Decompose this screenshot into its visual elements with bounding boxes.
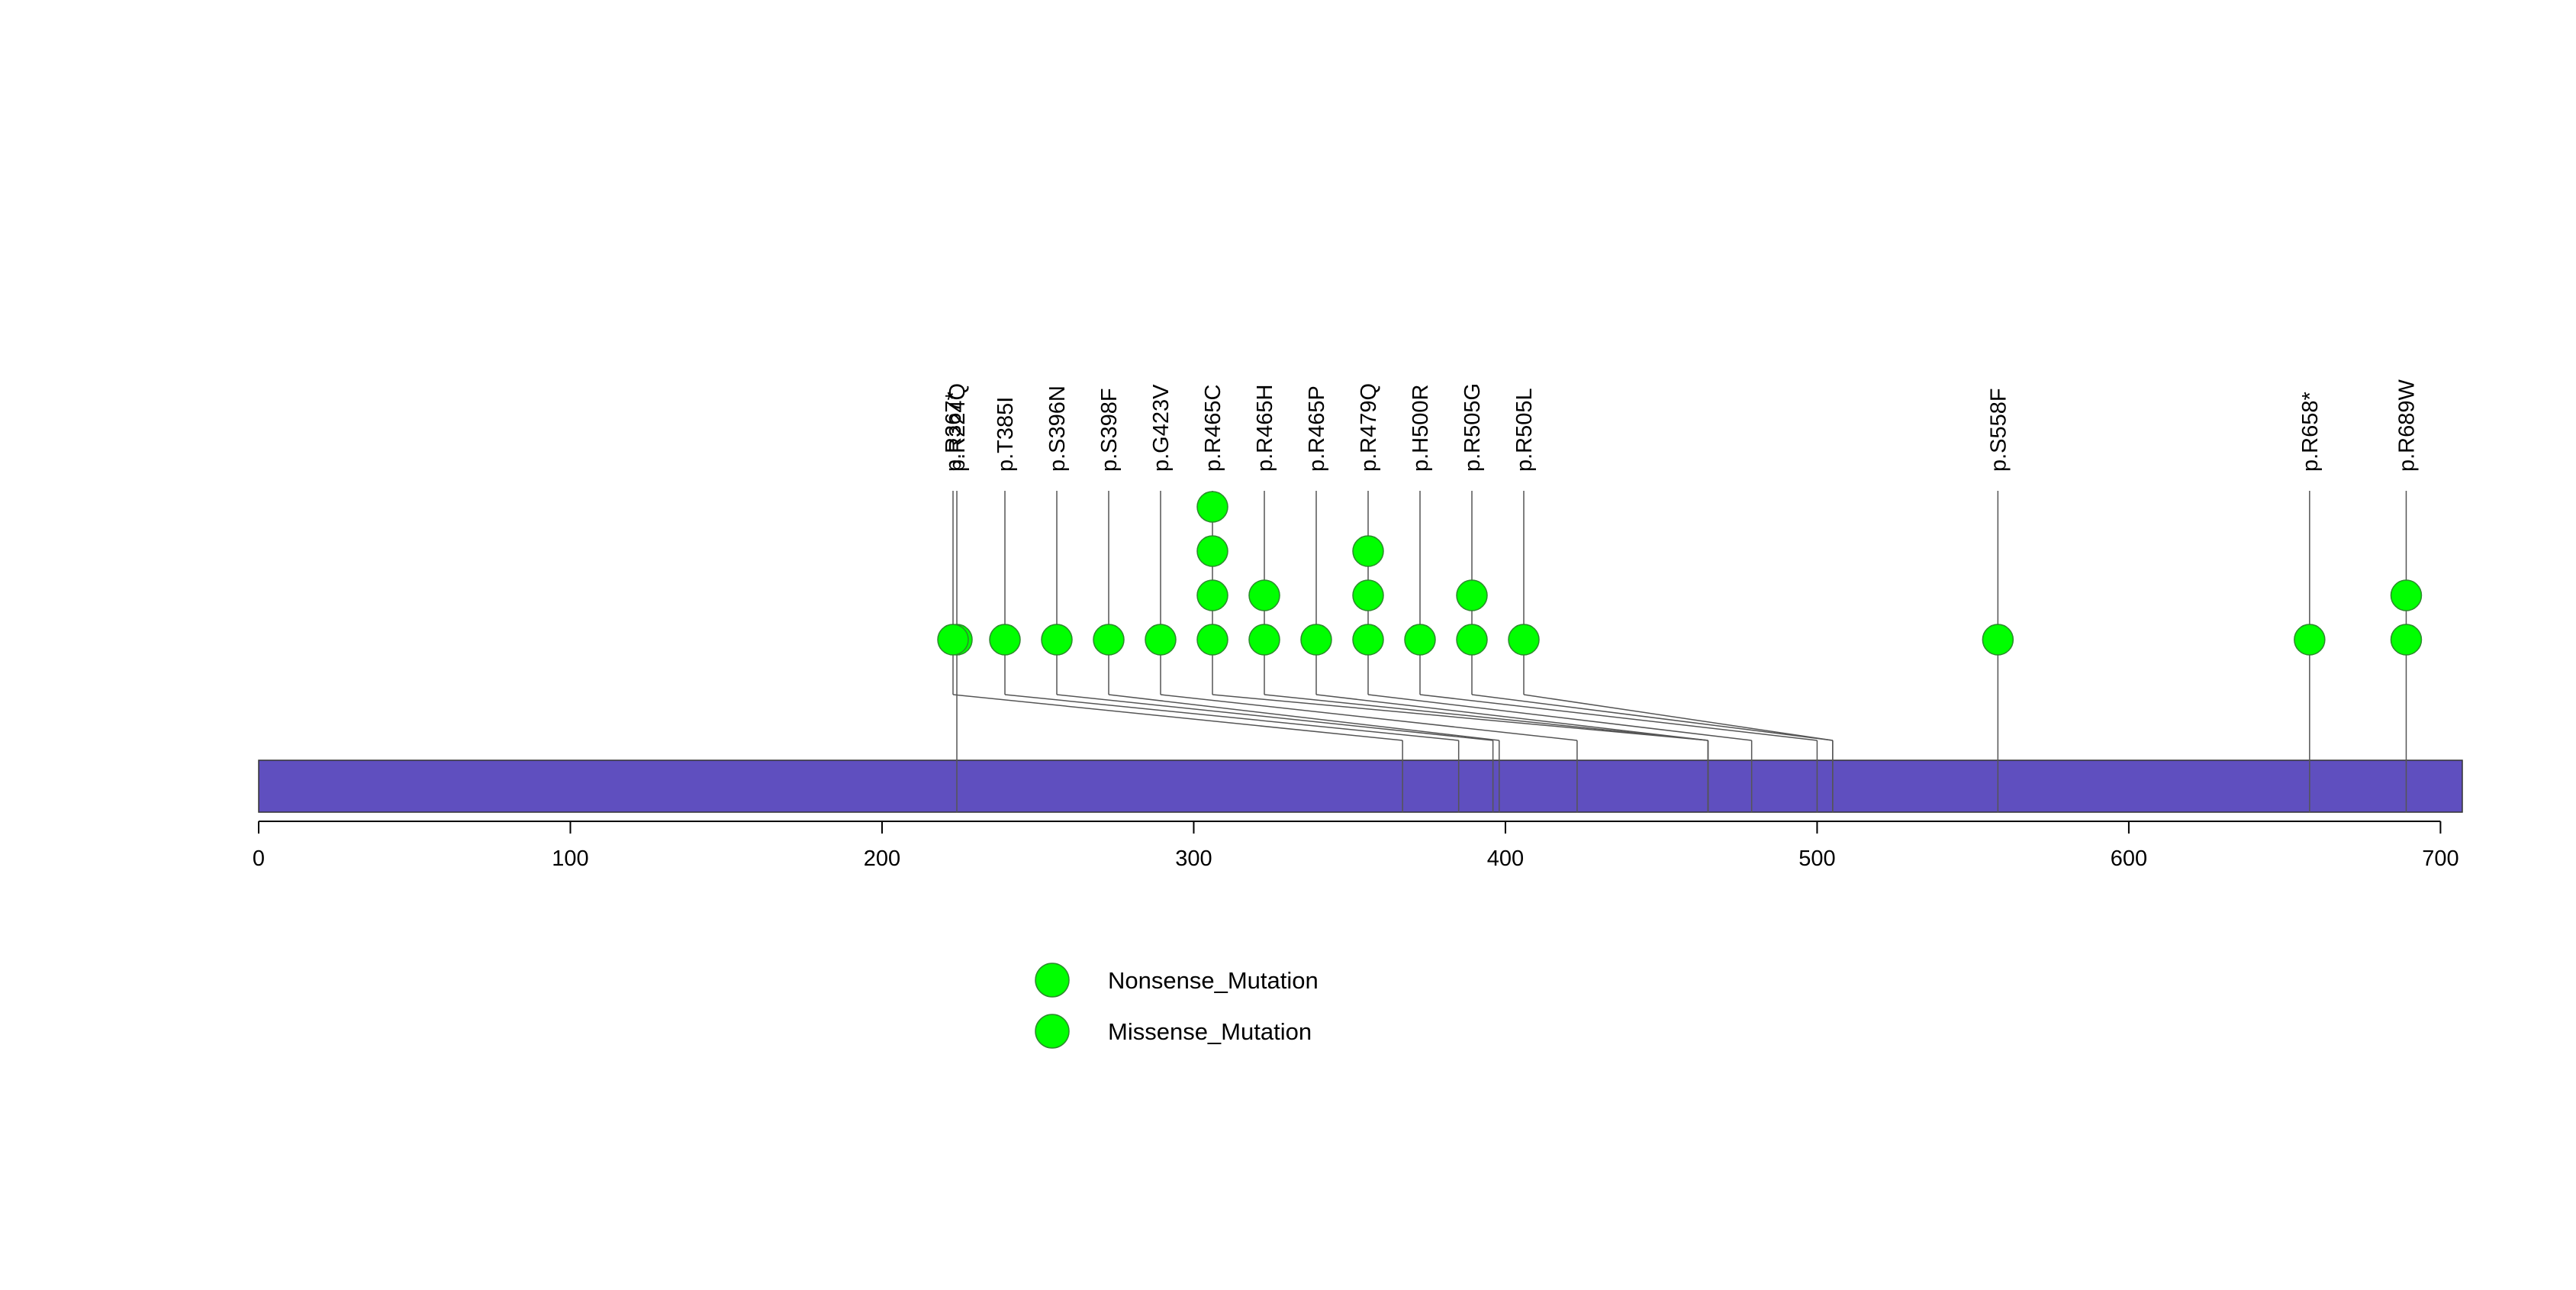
connector-bend xyxy=(1315,694,1708,741)
mutation-marker xyxy=(1196,491,1228,523)
x-tick-label: 400 xyxy=(1487,847,1524,871)
mutation-marker xyxy=(1248,579,1280,611)
mutation-marker xyxy=(2390,579,2423,611)
mutation-marker xyxy=(1352,579,1384,611)
mutation-marker xyxy=(989,624,1021,656)
mutation-label: p.R465P xyxy=(1305,385,1329,472)
mutation-label: p.T385I xyxy=(993,397,1018,472)
mutation-label: p.G423V xyxy=(1149,384,1174,472)
connector-bend xyxy=(952,694,1403,741)
mutation-marker xyxy=(1196,579,1228,611)
connector-bend xyxy=(1108,694,1499,741)
mutation-label: p.S558F xyxy=(1986,388,2011,472)
x-tick-label: 700 xyxy=(2422,847,2458,871)
x-tick-label: 200 xyxy=(864,847,900,871)
mutation-label: p.R505G xyxy=(1460,383,1485,472)
x-axis: 0 100 200 300 400 500 600 700 xyxy=(253,821,2459,871)
mutation-label: p.R224Q xyxy=(945,383,970,472)
mutation-marker xyxy=(1196,535,1228,567)
mutation-marker xyxy=(1196,624,1228,656)
mutation-marker xyxy=(937,624,969,656)
mutation-label: p.H500R xyxy=(1409,385,1433,472)
connector-bend xyxy=(1004,694,1459,741)
mutation-marker xyxy=(1456,624,1488,656)
mutation-marker xyxy=(1982,624,2014,656)
mutation-marker xyxy=(1093,624,1125,656)
connector-bend xyxy=(1419,694,1818,741)
x-tick-label: 100 xyxy=(552,847,588,871)
legend-marker xyxy=(1035,1014,1070,1049)
connector-bend xyxy=(1056,694,1493,741)
mutation-marker xyxy=(2294,624,2326,656)
mutation-label: p.R465H xyxy=(1253,385,1277,472)
mutation-marker xyxy=(1041,624,1073,656)
connector-bend xyxy=(1212,694,1708,741)
mutation-marker xyxy=(1248,624,1280,656)
connector-bend xyxy=(1523,694,1833,741)
x-tick-label: 600 xyxy=(2111,847,2147,871)
mutation-label: p.R658* xyxy=(2298,392,2323,472)
x-tick-label: 0 xyxy=(253,847,265,871)
legend-label: Missense_Mutation xyxy=(1108,1018,1312,1045)
mutation-marker xyxy=(1508,624,1540,656)
mutation-label: p.R689W xyxy=(2394,379,2419,472)
mutation-label: p.R479Q xyxy=(1357,383,1381,472)
x-tick-label: 500 xyxy=(1798,847,1835,871)
mutation-label: p.R465C xyxy=(1201,385,1225,472)
connector-bend xyxy=(1367,694,1752,741)
legend-label: Nonsense_Mutation xyxy=(1108,967,1319,994)
mutation-marker xyxy=(1404,624,1436,656)
protein-domain-bar xyxy=(258,759,2463,813)
mutation-marker xyxy=(1145,624,1177,656)
mutation-label: p.R505L xyxy=(1512,388,1537,472)
mutation-marker xyxy=(1456,579,1488,611)
mutation-markers xyxy=(937,491,2423,656)
connector-bend xyxy=(1160,694,1577,741)
legend-marker xyxy=(1035,963,1070,998)
mutation-label: p.R367* xyxy=(942,392,966,472)
x-tick-label: 300 xyxy=(1175,847,1212,871)
connector-bend xyxy=(1264,694,1708,741)
mutation-label: p.S398F xyxy=(1097,388,1122,472)
mutation-marker xyxy=(1300,624,1332,656)
mutation-marker xyxy=(1352,535,1384,567)
position-lines xyxy=(956,740,2407,812)
mutation-marker xyxy=(2390,624,2423,656)
connector-lines xyxy=(952,491,2407,741)
mutation-marker xyxy=(1352,624,1384,656)
mutation-label: p.S396N xyxy=(1045,385,1070,472)
connector-bend xyxy=(1471,694,1833,741)
